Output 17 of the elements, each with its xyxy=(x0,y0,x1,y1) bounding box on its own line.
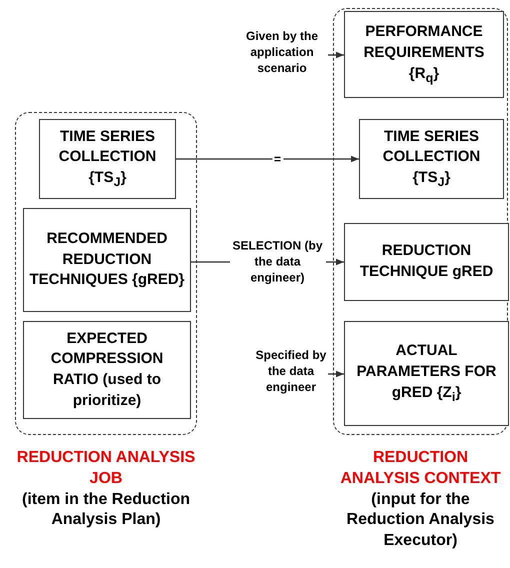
edge-label: SELECTION (by the data engineer) xyxy=(230,238,326,286)
entity-box: ACTUAL PARAMETERS FOR gRED {Z$_{i}$} xyxy=(344,321,509,426)
arrow xyxy=(328,52,344,58)
entity-box: RECOMMENDED REDUCTION TECHNIQUES {gRED} xyxy=(23,208,191,312)
entity-box: TIME SERIES COLLECTION {TS$_{J}$} xyxy=(39,119,176,199)
entity-box: TIME SERIES COLLECTION {TS$_{J}$} xyxy=(359,119,504,199)
group-caption: (item in the Reduction Analysis Plan) xyxy=(21,490,191,530)
group-caption: (input for the Reduction Analysis Executor) xyxy=(346,490,496,552)
group-heading: REDUCTION ANALYSIS JOB xyxy=(16,448,196,489)
note-text: Given by the application scenario xyxy=(236,28,328,82)
group-heading: REDUCTION ANALYSIS CONTEXT xyxy=(339,448,502,489)
note-text: Specified by the data engineer xyxy=(254,347,328,401)
arrow xyxy=(328,370,344,378)
entity-box: EXPECTED COMPRESSION RATIO (used to prioritize) xyxy=(23,321,191,419)
arrow xyxy=(176,156,359,162)
entity-box: REDUCTION TECHNIQUE gRED xyxy=(344,223,509,301)
entity-box: PERFORMANCE REQUIREMENTS {R$_{q}$} xyxy=(344,11,504,98)
